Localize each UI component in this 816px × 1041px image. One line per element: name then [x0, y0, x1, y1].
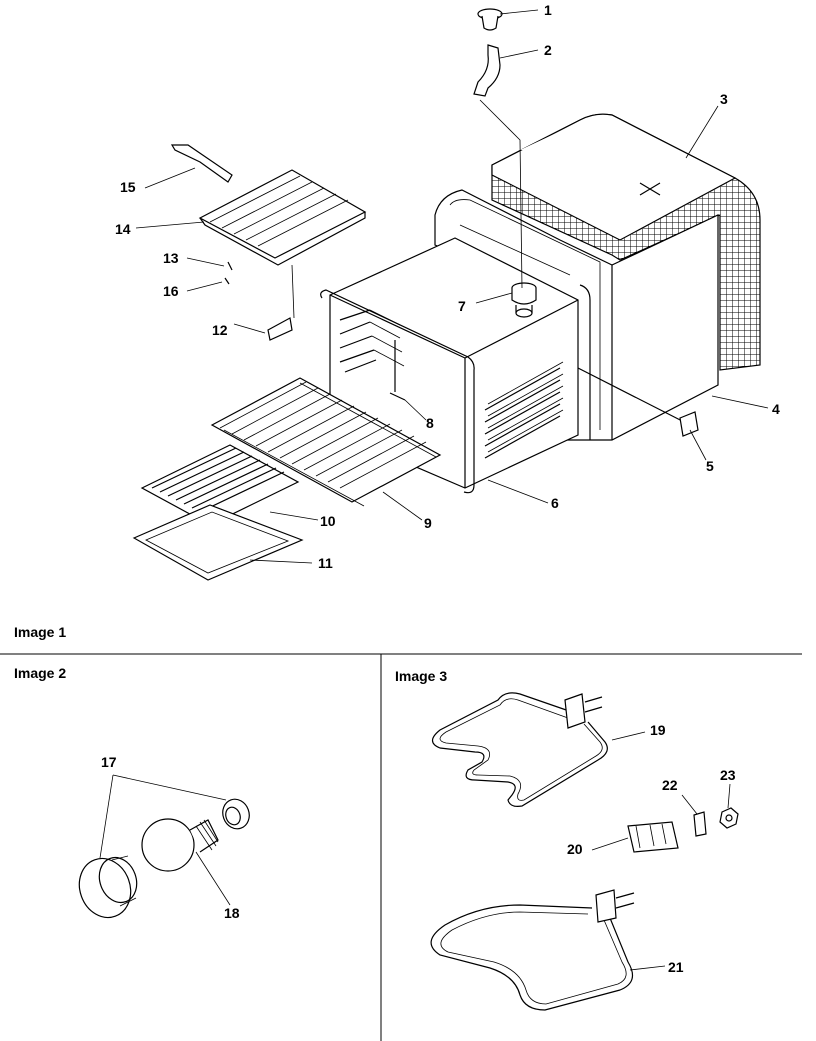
callout-22: 22 [662, 777, 678, 793]
callout-13: 13 [163, 250, 179, 266]
callout-11: 11 [318, 555, 333, 571]
callout-21: 21 [668, 959, 684, 975]
callout-23: 23 [720, 767, 736, 783]
screws [224, 261, 233, 285]
callout-7: 7 [458, 298, 466, 314]
callout-6: 6 [551, 495, 559, 511]
callout-19: 19 [650, 722, 666, 738]
callout-15: 15 [120, 179, 136, 195]
vent-connector [511, 282, 537, 318]
callout-1: 1 [544, 2, 552, 18]
insulation-wrap [491, 113, 761, 371]
shield [198, 169, 367, 266]
rod [577, 367, 691, 426]
image3-heating-elements [430, 692, 739, 1011]
callout-12: 12 [212, 322, 228, 338]
callout-10: 10 [320, 513, 336, 529]
bracket-15 [170, 144, 233, 183]
broil-pan [132, 504, 304, 581]
caption-image3: Image 3 [395, 668, 447, 684]
callout-14: 14 [115, 221, 131, 237]
image2-light-assembly [78, 774, 250, 919]
callout-18: 18 [224, 905, 240, 921]
callout-8: 8 [426, 415, 434, 431]
oven-rack [210, 377, 442, 507]
broil-pan-insert [140, 444, 300, 526]
bracket [679, 411, 699, 437]
vent-tube [473, 8, 523, 289]
callout-3: 3 [720, 91, 728, 107]
callout-5: 5 [706, 458, 714, 474]
callout-16: 16 [163, 283, 179, 299]
callout-2: 2 [544, 42, 552, 58]
callout-4: 4 [772, 401, 780, 417]
callout-20: 20 [567, 841, 583, 857]
image1-oven-assembly: 1 2 3 4 5 6 7 8 9 10 11 12 13 14 15 16 [115, 2, 780, 581]
caption-image1: Image 1 [14, 624, 66, 640]
callout-9: 9 [424, 515, 432, 531]
caption-image2: Image 2 [14, 665, 66, 681]
clip-12 [267, 317, 293, 341]
leader-lines-1 [135, 9, 769, 564]
callout-17: 17 [101, 754, 117, 770]
